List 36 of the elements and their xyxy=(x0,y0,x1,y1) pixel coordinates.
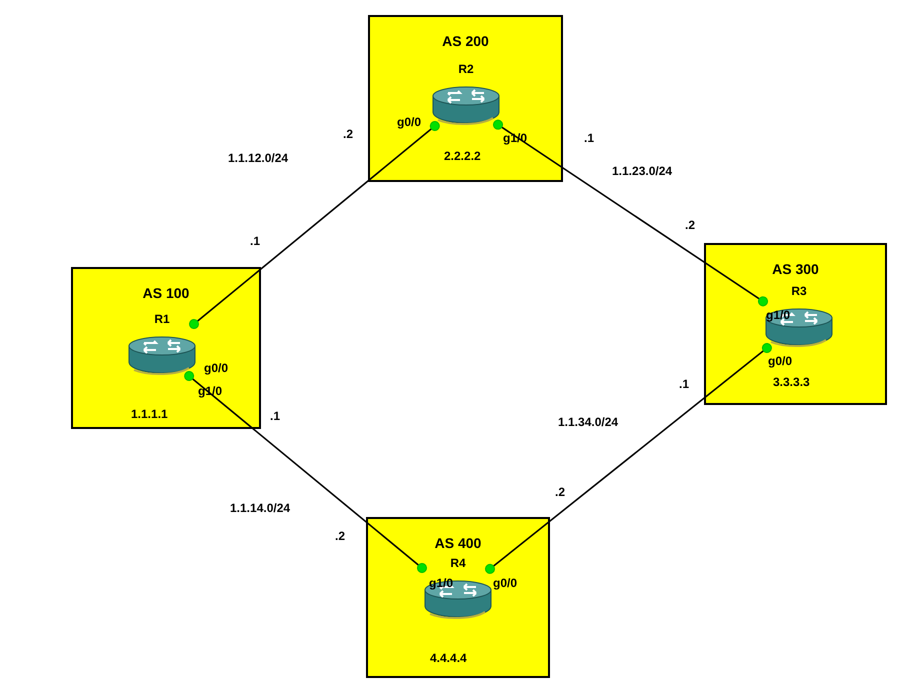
ip-host-label: .1 xyxy=(250,234,260,248)
interface-label: g0/0 xyxy=(397,115,422,129)
subnet-label: 1.1.14.0/24 xyxy=(230,501,290,515)
network-link xyxy=(184,371,427,573)
network-link xyxy=(485,343,772,574)
as-heading: AS 400 xyxy=(434,535,482,551)
router-name: R1 xyxy=(154,312,170,326)
as-region-box xyxy=(366,517,550,678)
loopback-address: 2.2.2.2 xyxy=(444,149,481,163)
router-name: R4 xyxy=(450,556,466,570)
ip-host-label: .1 xyxy=(679,377,690,391)
network-link xyxy=(493,120,768,306)
as-region-box xyxy=(704,243,887,405)
ip-host-label: .1 xyxy=(270,409,280,423)
subnet-label: 1.1.12.0/24 xyxy=(228,151,288,165)
as-heading: AS 100 xyxy=(142,285,190,301)
network-link xyxy=(189,121,440,330)
router-name: R3 xyxy=(791,284,807,298)
loopback-address: 1.1.1.1 xyxy=(131,407,168,421)
interface-label: g0/0 xyxy=(204,361,228,375)
interface-label: g0/0 xyxy=(493,576,518,590)
loopback-address: 4.4.4.4 xyxy=(430,651,467,665)
ip-host-label: .2 xyxy=(685,218,696,232)
loopback-address: 3.3.3.3 xyxy=(773,375,810,389)
interface-label: g0/0 xyxy=(768,354,792,368)
router-name: R2 xyxy=(458,62,474,76)
subnet-label: 1.1.34.0/24 xyxy=(558,415,618,429)
ip-host-label: .2 xyxy=(343,127,354,141)
as-region-box xyxy=(368,15,563,182)
as-heading: AS 300 xyxy=(772,261,819,277)
ip-host-label: .2 xyxy=(555,485,566,499)
ip-host-label: .1 xyxy=(584,131,594,145)
as-region-box xyxy=(71,267,261,429)
as-heading: AS 200 xyxy=(442,33,489,49)
subnet-label: 1.1.23.0/24 xyxy=(612,164,672,178)
ip-host-label: .2 xyxy=(335,529,346,543)
